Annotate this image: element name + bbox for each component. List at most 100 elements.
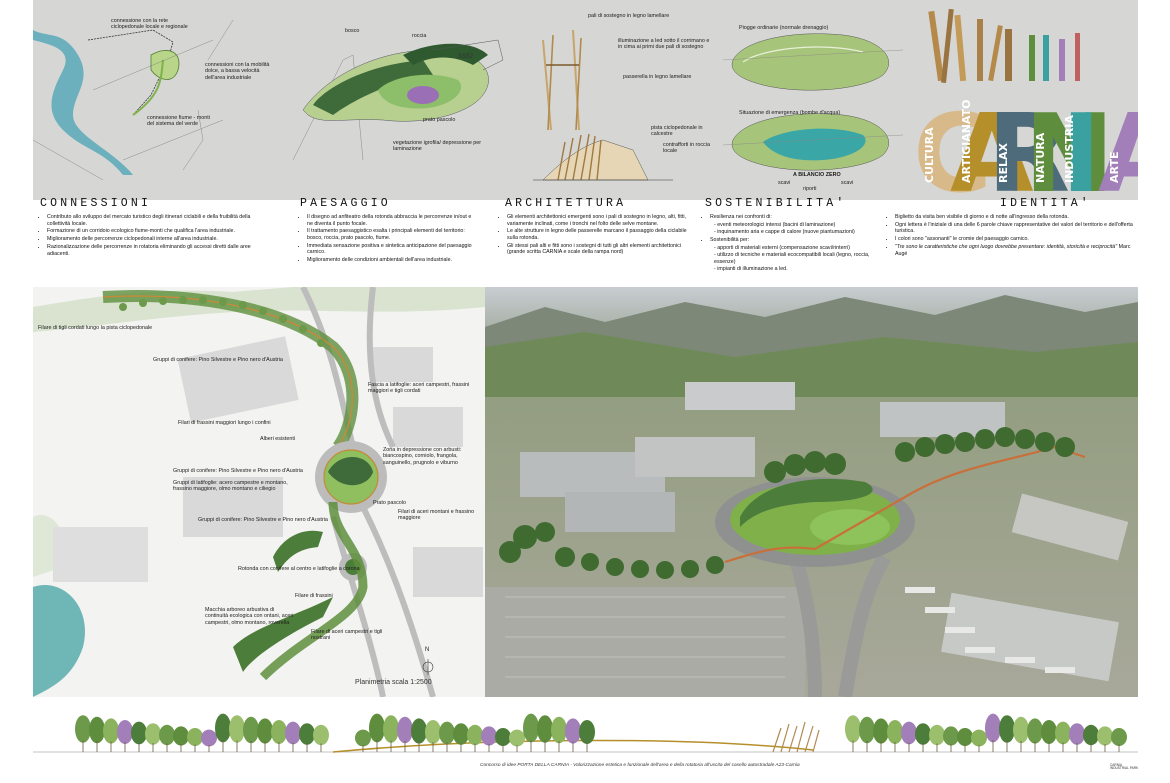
elevation-tree (369, 713, 385, 743)
bullet: Il trattamento paesaggistico esalta i pr… (307, 228, 475, 241)
carnia-value-relax: RELAX (997, 142, 1010, 183)
label-path: pista ciclopedonale in calcestre (651, 125, 703, 138)
elevation-tree (971, 729, 987, 747)
sub-item: - apporti di materiali esterni (compensa… (714, 244, 851, 251)
elevation-tree (411, 718, 427, 744)
elevation-tree (1097, 726, 1113, 746)
elevation-tree (985, 713, 1001, 743)
footer-caption: Concorso di idee PORTA DELLA CARNIA - Va… (480, 763, 800, 768)
plan-label: Alberi esistenti (260, 436, 296, 442)
carnia-letter-r: R (987, 92, 1070, 195)
plan-label: Gruppi di conifere: Pino Silvestre e Pin… (173, 468, 303, 474)
elevation-tree (215, 713, 231, 743)
label-network: connessione con la rete ciclopedonale lo… (111, 18, 188, 31)
plan-label: Filare di aceri campestri e tigli nostra… (311, 629, 383, 642)
carnia-value-arte: ARTE (1108, 151, 1121, 183)
label-lighting: illuminazione a led sotto il corrimano e… (618, 38, 710, 51)
carnia-letter-a: A (950, 92, 1034, 195)
label-balance: A BILANCIO ZERO (793, 172, 841, 178)
elevation-tree (1069, 723, 1085, 745)
section-title-identita: IDENTITA' (1000, 197, 1091, 210)
elevation-tree (201, 729, 217, 747)
elevation-tree (859, 716, 875, 744)
elevation-tree (103, 718, 119, 744)
elevation-tree (117, 720, 133, 744)
intro: Sostenibilità per: (710, 236, 750, 243)
carnia-value-industria: INDUSTRIA (1063, 115, 1076, 183)
architecture-diagram (533, 29, 673, 181)
elevation-tree (173, 726, 189, 746)
elevation-tree (957, 728, 973, 746)
text-column-identita: Biglietto da visita ben visibile di gior… (888, 214, 1133, 258)
elevation-tree (187, 728, 203, 746)
sub-item: - eventi meteorologici intensi (bacini d… (714, 221, 836, 228)
elevation-tree (285, 721, 301, 745)
aerial-scene (485, 287, 1138, 697)
text-column-architettura: Gli elementi architettonici emergenti so… (500, 214, 695, 257)
elevation-tree (383, 715, 399, 743)
elevation-tree (845, 715, 861, 743)
elevation-tree (131, 721, 147, 745)
sub-item: - impianti di illuminazione a led. (714, 266, 788, 273)
elevation-tree (229, 715, 245, 743)
plan-label: Filari di aceri montani e frassino maggi… (398, 509, 475, 522)
elevation-strip (33, 700, 1138, 765)
label-rock: roccia (412, 33, 427, 39)
label-meadow: prato pascolo (423, 117, 456, 123)
connections-diagram (33, 19, 234, 181)
plan-label: Zona in depressione con arbusti: biancos… (383, 447, 462, 466)
elevation-tree (159, 724, 175, 746)
label-walkway: passerella in legno lamellare (623, 74, 692, 80)
label-buttress: contrafforti in roccia locale (663, 142, 710, 155)
plan-label: Prato pascolo (373, 500, 406, 506)
elevation-tree (999, 715, 1015, 743)
carnia-value-cultura: CULTURA (923, 127, 936, 183)
elevation-tree (439, 721, 455, 745)
label-river: connessione fiume - monti del sistema de… (147, 115, 210, 128)
label-emergency: Situazione di emergenza (bombe d'acqua) (739, 110, 841, 116)
elevation-tree (313, 724, 329, 746)
bullet: Ogni lettera è l'iniziale di una delle 6… (895, 222, 1133, 235)
sub-item: - inquinamento aria e cappe di calore (n… (714, 229, 855, 236)
master-plan: Filare di tigli cordati lungo la pista c… (33, 287, 485, 697)
plan-label: Gruppi di conifere: Pino Silvestre e Pin… (153, 357, 283, 363)
elevation-drawing (33, 713, 1138, 753)
elevation-tree (565, 718, 581, 744)
elevation-tree (1041, 720, 1057, 744)
label-fill: riporti (803, 186, 817, 192)
elevation-tree (481, 726, 497, 746)
elevation-tree (467, 724, 483, 746)
bullet: Gli elementi architettonici emergenti so… (507, 214, 695, 227)
diagram-band: connessione con la rete ciclopedonale lo… (33, 0, 1138, 200)
quote-text: "Tre sono le caratteristiche che ogni lu… (895, 243, 1118, 250)
sustainability-diagram (723, 33, 904, 171)
bullet: Il disegno ad anfiteatro della rotonda a… (307, 214, 475, 227)
bullet: Gli stessi pali alti e fitti sono i sost… (507, 243, 695, 256)
elevation-tree (1055, 721, 1071, 745)
plan-label: Filare di frassini (295, 593, 333, 599)
elevation-tree (257, 718, 273, 744)
plan-drawing (33, 287, 485, 697)
bullet: Formazione di un corridoio ecologico fiu… (47, 228, 260, 235)
elevation-tree (145, 723, 161, 745)
elevation-tree (523, 713, 539, 743)
quote: "Tre sono le caratteristiche che ogni lu… (895, 244, 1133, 257)
elevation-tree (495, 728, 511, 746)
carnia-value-natura: NATURA (1034, 132, 1047, 183)
elevation-tree (929, 724, 945, 746)
bullet: Sostenibilità per: - apporti di material… (710, 237, 883, 273)
plan-label: Filare di tigli cordati lungo la pista c… (38, 325, 153, 331)
quote-author: Marc Augé (895, 243, 1131, 257)
north-arrow: N (425, 647, 430, 653)
aerial-render (485, 287, 1138, 697)
elevation-tree (1083, 724, 1099, 746)
plan-label: Gruppi di conifere: Pino Silvestre e Pin… (198, 517, 328, 523)
bullet: Biglietto da visita ben visibile di gior… (895, 214, 1133, 221)
section-title-paesaggio: PAESAGGIO (300, 197, 391, 210)
svg-text:SS52: SS52 (458, 54, 473, 60)
bullet: Miglioramento delle percorrenze cicloped… (47, 236, 260, 243)
elevation-tree (915, 723, 931, 745)
bullet: Resilienza nei confronti di: - eventi me… (710, 214, 883, 236)
